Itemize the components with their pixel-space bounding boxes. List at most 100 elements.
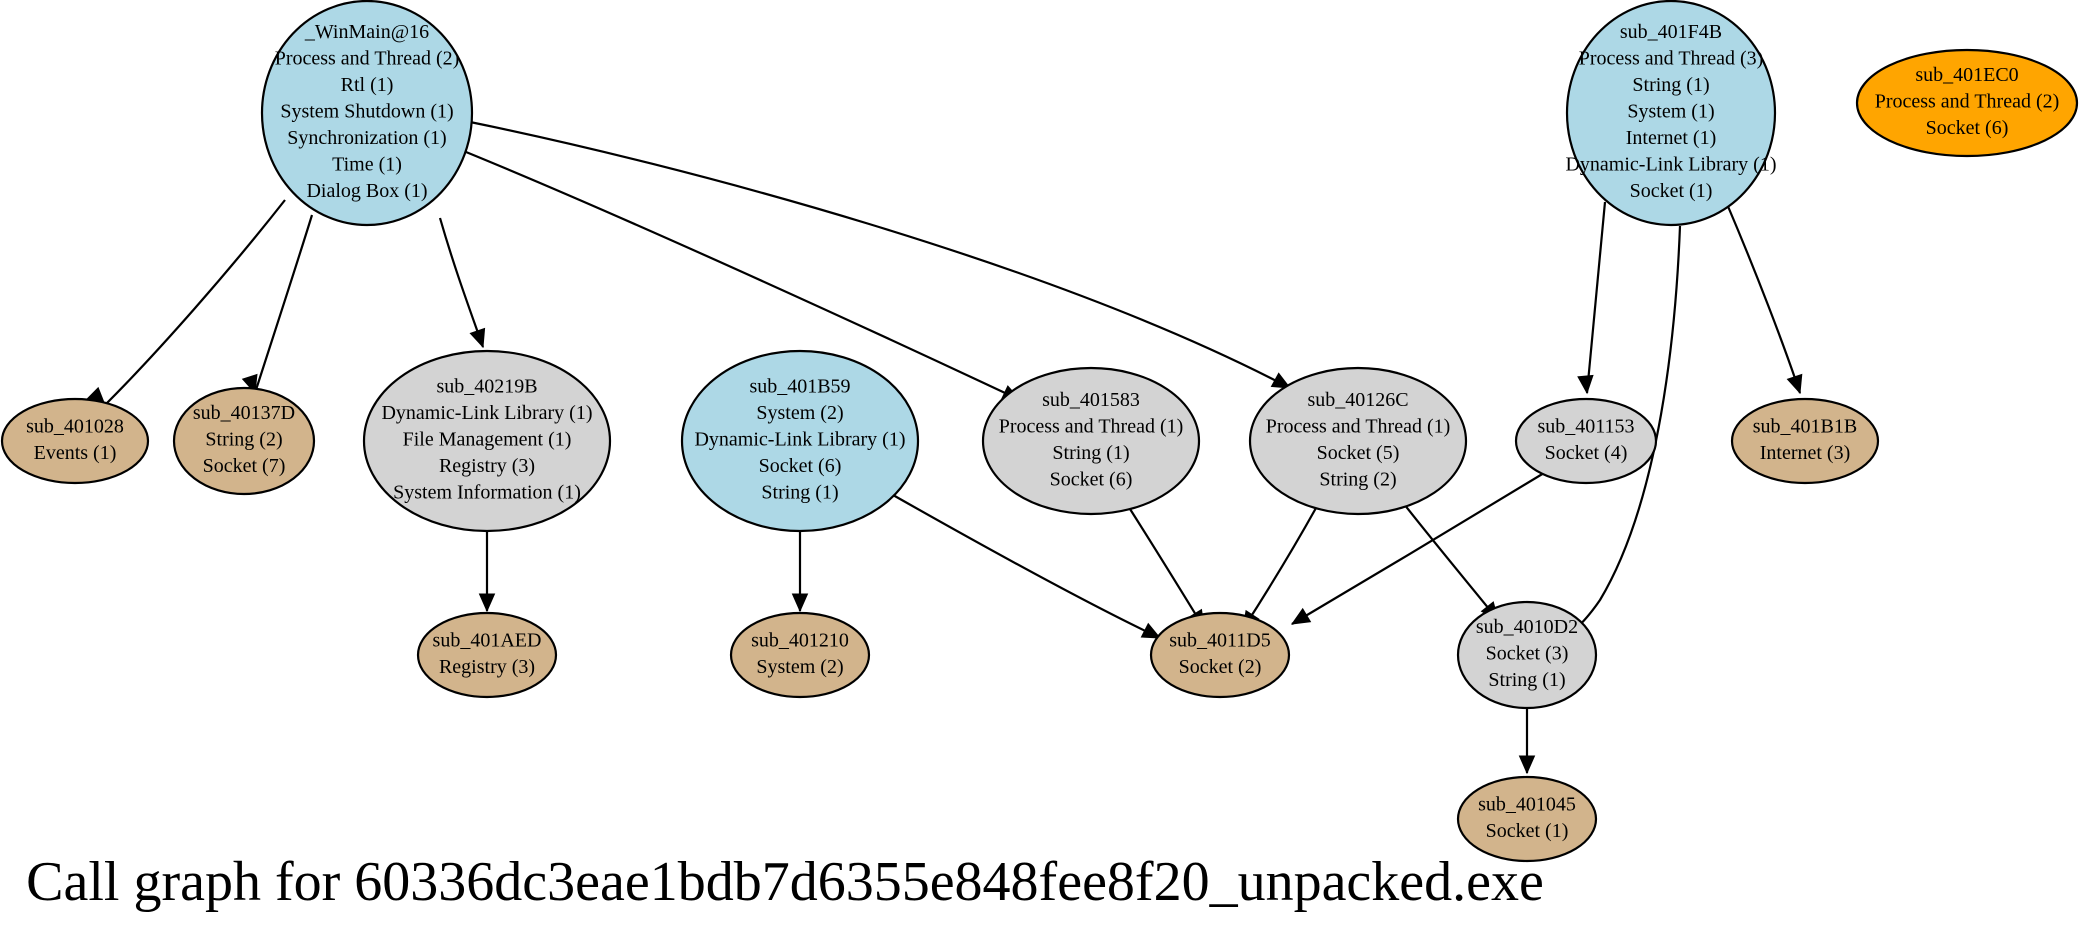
node-title-label: sub_401F4B: [1620, 21, 1722, 43]
node-category-label: Socket (1): [1486, 820, 1569, 842]
edge-line: [892, 494, 1161, 639]
edge-line: [469, 120, 1291, 389]
node-category-label: Socket (4): [1545, 442, 1628, 464]
edge-arrowhead: [469, 327, 486, 349]
edge-line: [1242, 507, 1317, 630]
edge-line: [104, 199, 286, 406]
node-shape[interactable]: [680, 349, 920, 533]
node-shape[interactable]: [1565, 0, 1777, 227]
node-category-label: Process and Thread (2): [1875, 91, 2060, 113]
edge-sub_4010D2-to-sub_401045: [1518, 708, 1536, 775]
edge-sub_40219B-to-sub_401AED: [478, 531, 496, 613]
node-category-label: Process and Thread (1): [999, 415, 1184, 437]
edge-line: [465, 150, 1021, 401]
node-shape[interactable]: [1514, 397, 1658, 485]
node-category-label: Socket (6): [1050, 468, 1133, 490]
node-shape[interactable]: [1730, 397, 1880, 485]
edge-arrowhead: [1518, 755, 1536, 775]
node-category-label: Socket (6): [759, 455, 842, 477]
edge-line: [1403, 503, 1499, 621]
node-shape[interactable]: [729, 611, 871, 699]
node-category-label: Registry (3): [439, 455, 535, 477]
node-category-label: Socket (5): [1317, 442, 1400, 464]
edge-arrowhead: [478, 593, 496, 613]
node-category-label: System Information (1): [393, 482, 581, 504]
node-category-label: String (1): [761, 482, 838, 504]
node-shape[interactable]: [1456, 600, 1598, 710]
edge-sub_401F4B-to-sub_401153: [1577, 201, 1607, 395]
node-category-label: Socket (2): [1179, 656, 1262, 678]
node-category-label: System (2): [756, 656, 843, 678]
node-shape[interactable]: [362, 349, 612, 533]
edge-_WinMain@16-to-sub_40137D: [241, 214, 314, 395]
node-title-label: sub_401B1B: [1753, 415, 1857, 437]
node-title-label: sub_401210: [751, 629, 849, 651]
edge-_WinMain@16-to-sub_40126C: [469, 120, 1292, 389]
node-title-label: sub_401153: [1537, 415, 1634, 437]
node-title-label: sub_40126C: [1307, 389, 1408, 411]
graph-node-sub_40126C[interactable]: sub_40126C Process and Thread (1) Socket (…: [1248, 366, 1468, 516]
edge-_WinMain@16-to-sub_40219B: [438, 217, 486, 349]
edge-arrowhead: [1290, 607, 1312, 625]
node-category-label: Dynamic-Link Library (1): [381, 402, 592, 424]
node-shape[interactable]: [260, 0, 474, 227]
node-shape[interactable]: [0, 397, 150, 485]
node-title-label: sub_401028: [26, 415, 124, 437]
node-title-label: sub_4011D5: [1169, 629, 1270, 651]
edge-arrowhead: [1140, 622, 1162, 639]
node-category-label: Synchronization (1): [287, 127, 446, 149]
node-shape[interactable]: [416, 611, 558, 699]
edge-sub_401F4B-to-sub_401B1B: [1725, 203, 1803, 395]
node-title-label: sub_401B59: [749, 376, 850, 398]
node-category-label: Process and Thread (3): [1579, 48, 1764, 70]
edge-line: [1725, 203, 1802, 394]
node-category-label: Process and Thread (1): [1266, 415, 1451, 437]
edge-sub_401B59-to-sub_401210: [791, 532, 809, 613]
node-shape[interactable]: [1855, 48, 2079, 158]
node-category-label: Rtl (1): [341, 74, 394, 96]
node-shape[interactable]: [172, 386, 316, 496]
node-title-label: sub_40219B: [436, 376, 537, 398]
graph-node-sub_401F4B[interactable]: sub_401F4B Process and Thread (3) String (…: [1565, 0, 1777, 227]
edge-sub_401153-to-sub_4011D5: [1290, 472, 1545, 625]
node-title-label: sub_401EC0: [1915, 64, 2018, 86]
edge-line: [253, 214, 314, 394]
node-category-label: System (2): [756, 402, 843, 424]
node-category-label: String (2): [205, 429, 282, 451]
edge-sub_401B59-to-sub_4011D5: [892, 494, 1162, 639]
node-category-label: Socket (1): [1630, 180, 1713, 202]
node-shape[interactable]: [1149, 611, 1291, 699]
edge-line: [1585, 201, 1607, 394]
edge-line: [1129, 508, 1205, 629]
node-title-label: sub_4010D2: [1476, 616, 1578, 638]
node-shape[interactable]: [981, 366, 1201, 516]
node-category-label: Socket (3): [1486, 643, 1569, 665]
edge-sub_40126C-to-sub_4011D5: [1242, 507, 1317, 631]
node-category-label: String (1): [1488, 669, 1565, 691]
node-shape[interactable]: [1248, 366, 1468, 516]
edge-line: [1291, 472, 1545, 625]
node-category-label: Registry (3): [439, 656, 535, 678]
edge-arrowhead: [1786, 373, 1803, 395]
edge-line: [438, 217, 485, 348]
node-shape[interactable]: [1456, 775, 1598, 863]
node-category-label: String (1): [1632, 74, 1709, 96]
node-category-label: Time (1): [332, 154, 402, 176]
node-title-label: sub_40137D: [193, 402, 295, 424]
